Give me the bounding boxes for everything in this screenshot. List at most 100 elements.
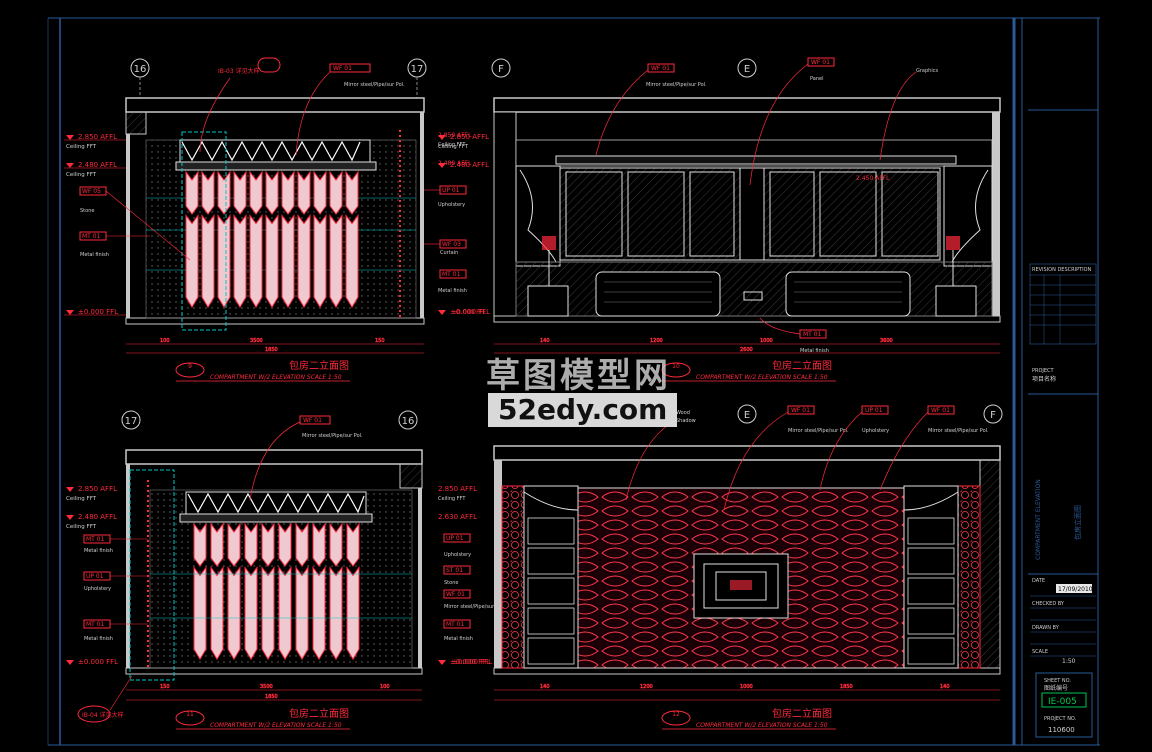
svg-text:±0.000 FFL: ±0.000 FFL (450, 308, 490, 316)
title-3-cn: 包房二立面图 (289, 707, 349, 720)
svg-text:MT 01: MT 01 (803, 331, 822, 338)
svg-text:包房立面图: 包房立面图 (1073, 505, 1082, 540)
svg-text:Mirror steel/Pipe/sur Pol.: Mirror steel/Pipe/sur Pol. (302, 433, 363, 439)
svg-text:3600: 3600 (880, 338, 893, 344)
panel-strip (265, 170, 279, 309)
panel-strip (329, 170, 343, 309)
svg-text:Ceiling FFT: Ceiling FFT (438, 142, 466, 148)
svg-text:1850: 1850 (840, 684, 853, 690)
title-1-cn: 包房二立面图 (289, 359, 349, 372)
svg-text:Graphics: Graphics (916, 68, 938, 74)
panel-strip (185, 170, 199, 309)
elevation-bottom-left[interactable]: 17 16 2.850 AFFL Ceiling FFT 2.480 AFFL … (66, 410, 505, 730)
svg-text:±0.000 FFL: ±0.000 FFL (450, 658, 490, 666)
panel-strip (278, 522, 292, 661)
svg-text:2.850 AFFL: 2.850 AFFL (450, 133, 489, 141)
svg-text:DRAWN BY: DRAWN BY (1032, 625, 1060, 631)
svg-text:150: 150 (375, 338, 385, 344)
svg-text:Metal finish: Metal finish (80, 252, 109, 258)
svg-text:CHECKED BY: CHECKED BY (1032, 601, 1065, 607)
panel-strip (312, 522, 326, 661)
panel-strip (227, 522, 241, 661)
svg-text:图纸编号: 图纸编号 (1044, 684, 1068, 692)
svg-text:Stone: Stone (444, 580, 458, 586)
svg-text:2.480 AFFL: 2.480 AFFL (438, 160, 472, 167)
panel-strip (193, 522, 207, 661)
svg-text:WF 01: WF 01 (446, 591, 465, 598)
elevation-top-right[interactable]: F E 2.850 AFFL (438, 57, 1001, 382)
sheet-frame (47, 17, 1100, 746)
svg-text:2.450 AFFL: 2.450 AFFL (856, 175, 890, 182)
svg-text:Mirror steel/Pipe/sur Pol.: Mirror steel/Pipe/sur Pol. (928, 428, 989, 434)
svg-text:Metal finish: Metal finish (84, 636, 113, 642)
title-4-cn: 包房二立面图 (772, 707, 832, 720)
panel-strip (201, 170, 215, 309)
elevation-top-left[interactable]: 16 17 2.850 AFFL Ceiling FFT 2.480 AFFL … (64, 57, 487, 382)
svg-text:±0.000 FFL: ±0.000 FFL (452, 309, 487, 316)
title-1-en: COMPARTMENT W/2 ELEVATION SCALE 1:50 (210, 374, 342, 381)
panel-strip (329, 522, 343, 661)
svg-text:Stone: Stone (80, 208, 94, 214)
title-2-cn: 包房二立面图 (772, 359, 832, 372)
svg-text:UP 01: UP 01 (446, 535, 464, 542)
svg-text:Ceiling FFT: Ceiling FFT (66, 172, 97, 178)
svg-text:3500: 3500 (260, 684, 273, 690)
title-block[interactable]: REVISION DESCRIPTION PROJECT 项目名称 COMPAR… (1028, 109, 1098, 738)
svg-text:COMPARTMENT W/2 ELEVATION S: COMPARTMENT W/2 ELEVATION SCALE 1:50 (696, 722, 828, 729)
svg-text:Mirror steel/Pipe/sur Pol.: Mirror steel/Pipe/sur Pol. (344, 82, 405, 88)
svg-text:F: F (990, 410, 996, 421)
svg-text:Ceiling FFT: Ceiling FFT (66, 496, 97, 502)
drawing-title: COMPARTMENT ELEVATION (1035, 479, 1042, 560)
svg-text:Curtain: Curtain (440, 250, 458, 256)
svg-text:SCALE: SCALE (1032, 649, 1048, 655)
svg-text:1000: 1000 (760, 338, 773, 344)
svg-text:Metal finish: Metal finish (84, 548, 113, 554)
svg-text:1200: 1200 (650, 338, 663, 344)
svg-text:SHEET NO.: SHEET NO. (1044, 678, 1071, 684)
svg-text:Metal finish: Metal finish (438, 288, 467, 294)
svg-text:UP 01: UP 01 (442, 187, 460, 194)
svg-text:COMPARTMENT W/2 ELEVATION S: COMPARTMENT W/2 ELEVATION SCALE 1:50 (696, 374, 828, 381)
svg-text:IB-04 详见大样: IB-04 详见大样 (82, 711, 124, 719)
panel-strip (345, 170, 359, 309)
svg-text:150: 150 (160, 684, 170, 690)
sheet-number: IE-005 (1048, 697, 1077, 707)
panel-strip (217, 170, 231, 309)
svg-text:16: 16 (402, 416, 415, 427)
panel-strip (233, 170, 247, 309)
svg-text:MT 01: MT 01 (86, 621, 105, 628)
watermark-cn: 草图模型网 (486, 356, 671, 396)
svg-text:Panel: Panel (810, 76, 824, 82)
svg-text:±0.000 FFL: ±0.000 FFL (452, 658, 492, 666)
svg-text:UP 01: UP 01 (86, 573, 104, 580)
svg-text:Ceiling FFT: Ceiling FFT (66, 524, 97, 530)
panel-strip (295, 522, 309, 661)
svg-text:100: 100 (160, 338, 170, 344)
svg-text:UP 01: UP 01 (865, 407, 883, 414)
svg-text:11: 11 (186, 711, 194, 718)
svg-text:2.850 AFFL: 2.850 AFFL (438, 132, 472, 139)
svg-text:Mirror steel/Pipe/sur Pol.: Mirror steel/Pipe/sur Pol. (646, 82, 707, 88)
elevation-bottom-right[interactable]: E F ±0.000 FFL Wood Shadow WF (438, 404, 1003, 730)
panel-strip (249, 170, 263, 309)
decorative-panels (193, 522, 360, 661)
svg-text:ST 01: ST 01 (446, 567, 463, 574)
panel-strip (210, 522, 224, 661)
panel-strip (261, 522, 275, 661)
svg-text:MT 01: MT 01 (82, 233, 101, 240)
panel-strip (281, 170, 295, 309)
svg-text:Metal finish: Metal finish (800, 348, 829, 354)
svg-text:COMPARTMENT W/2 ELEVATION S: COMPARTMENT W/2 ELEVATION SCALE 1:50 (210, 722, 342, 729)
svg-text:Shadow: Shadow (676, 418, 696, 424)
svg-text:Metal finish: Metal finish (444, 636, 473, 642)
ceiling-note: Ceiling FFT (66, 144, 97, 150)
svg-text:MT 01: MT 01 (442, 271, 461, 278)
svg-text:DATE: DATE (1032, 578, 1045, 584)
svg-text:2.480 AFFL: 2.480 AFFL (450, 161, 489, 169)
svg-text:140: 140 (540, 338, 550, 344)
panel-strip (313, 170, 327, 309)
svg-text:Upholstery: Upholstery (862, 428, 889, 434)
svg-text:WF 05: WF 05 (82, 188, 101, 195)
svg-text:140: 140 (940, 684, 950, 690)
